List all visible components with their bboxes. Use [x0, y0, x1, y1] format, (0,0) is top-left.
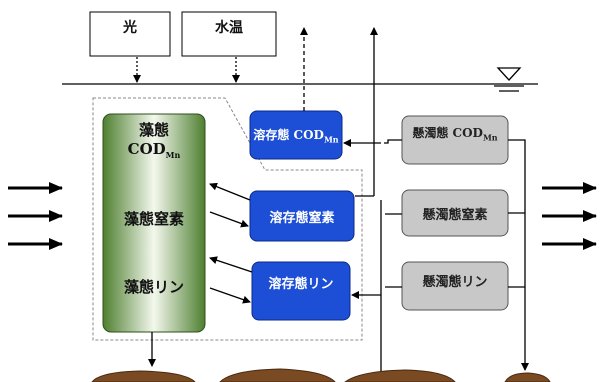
algae-dissolved-group-outline: [92, 97, 363, 341]
suspended-phosphorus-label: 懸濁態リン: [422, 274, 488, 290]
sediment-mound-4: [504, 372, 551, 382]
water-level-icon: [496, 67, 522, 81]
water-temp-label: 水温: [215, 20, 243, 36]
dissolved-phosphorus-label: 溶存態リン: [268, 276, 334, 292]
dissolved-nitrogen-to-algae-cod-arrow: [209, 182, 251, 201]
light-label: 光: [123, 20, 137, 36]
suspended-settling-arrow: [508, 139, 529, 371]
sediment-mound-2: [219, 368, 336, 382]
algae-box: [102, 113, 206, 333]
dissolved-phosphorus-to-algae-arrow: [209, 256, 253, 273]
suspended-phosphorus-box: [401, 261, 509, 311]
sediment-mound-1: [91, 370, 196, 382]
sediment-mound-3: [344, 369, 456, 382]
suspended-cod-to-dissolved-arrow: [384, 139, 402, 144]
algae-nitrogen-label: 藻態窒素: [123, 209, 184, 228]
dissolved-nitrogen-label: 溶存態窒素: [269, 210, 335, 226]
algae-phosphorus-label: 藻態リン: [123, 277, 184, 296]
dissolved-cod-label: 溶存態 CODMn: [253, 127, 339, 145]
algae-cod-label: 藻態 CODMn: [127, 121, 181, 160]
dissolved-phosphorus-box: [251, 261, 351, 321]
suspended-nitrogen-label: 懸濁態窒素: [422, 207, 488, 223]
suspended-cod-label: 懸濁態 CODMn: [412, 125, 498, 143]
light-box: [89, 11, 171, 57]
algae-to-dissolved-phosphorus-arrow: [209, 287, 251, 304]
algae-to-dissolved-nitrogen-arrow: [209, 211, 249, 228]
dissolved-cod-box: [249, 110, 343, 160]
water-temp-box: [181, 11, 277, 57]
dissolved-nitrogen-box: [249, 190, 355, 242]
